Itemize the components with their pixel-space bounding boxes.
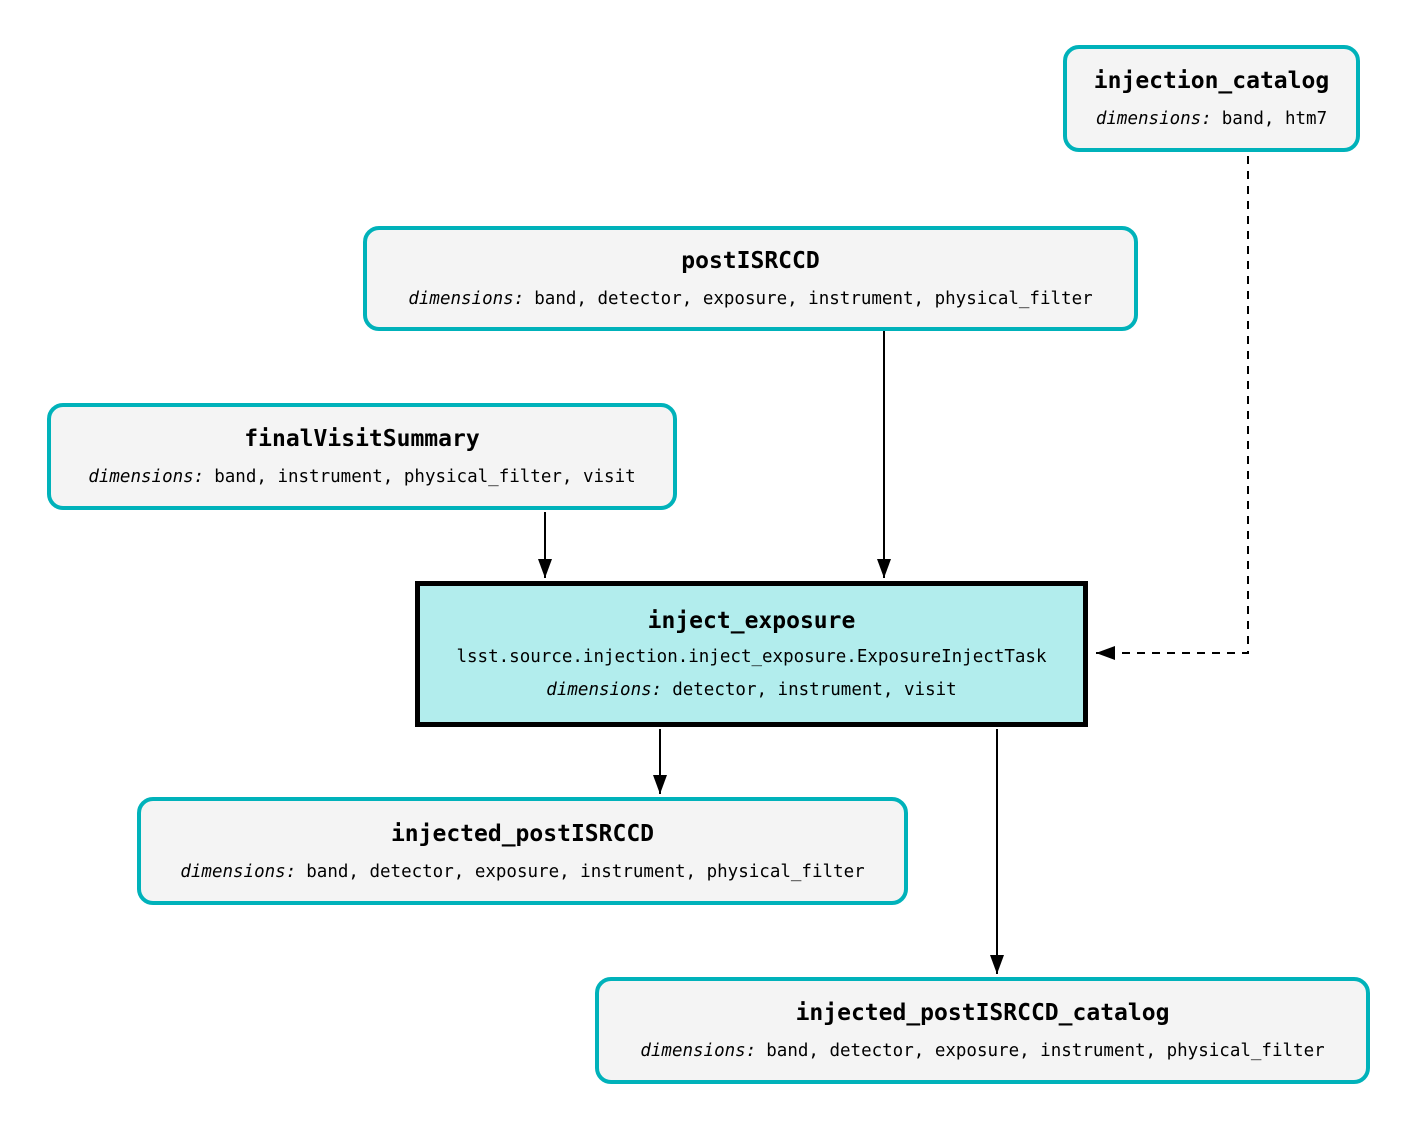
node-injected-postISRCCD: injected_postISRCCD dimensions: band, det… <box>137 797 908 905</box>
dimensions-values: band, detector, exposure, instrument, ph… <box>306 861 865 882</box>
node-dimensions: dimensions: band, detector, exposure, ins… <box>408 289 1092 309</box>
dimensions-label: dimensions: <box>546 680 663 700</box>
dimensions-label: dimensions: <box>180 861 297 882</box>
dimensions-label: dimensions: <box>640 1041 757 1061</box>
node-finalVisitSummary: finalVisitSummary dimensions: band, instr… <box>47 403 677 510</box>
node-dimensions: dimensions: band, detector, exposure, ins… <box>180 862 864 882</box>
node-title: postISRCCD <box>681 248 820 274</box>
dimensions-values: band, detector, exposure, instrument, ph… <box>766 1041 1325 1061</box>
dimensions-values: band, detector, exposure, instrument, ph… <box>534 289 1093 309</box>
dimensions-values: band, htm7 <box>1221 109 1328 129</box>
node-title: finalVisitSummary <box>244 426 480 452</box>
dimensions-values: band, instrument, physical_filter, visit <box>214 467 636 487</box>
dimensions-label: dimensions: <box>1095 109 1212 129</box>
node-dimensions: dimensions: band, htm7 <box>1096 109 1327 129</box>
node-dimensions: dimensions: band, detector, exposure, ins… <box>640 1041 1324 1061</box>
node-inject-exposure-task: inject_exposure lsst.source.injection.in… <box>415 581 1088 727</box>
task-class-path: lsst.source.injection.inject_exposure.Ex… <box>456 647 1047 667</box>
node-dimensions: dimensions: band, instrument, physical_fi… <box>88 467 635 487</box>
node-title: injected_postISRCCD_catalog <box>795 1000 1170 1026</box>
node-title: injected_postISRCCD <box>390 820 655 847</box>
edge-injection-catalog-to-inject-exposure <box>1096 156 1249 660</box>
node-dimensions: dimensions: detector, instrument, visit <box>546 680 956 700</box>
dimensions-label: dimensions: <box>408 289 525 309</box>
node-injected-postISRCCD-catalog: injected_postISRCCD_catalog dimensions: b… <box>595 977 1370 1084</box>
node-title: injection_catalog <box>1093 68 1330 94</box>
node-injection-catalog: injection_catalog dimensions: band, htm7 <box>1063 45 1360 152</box>
dimensions-values: detector, instrument, visit <box>672 680 957 700</box>
node-title: inject_exposure <box>647 608 856 634</box>
node-postISRCCD: postISRCCD dimensions: band, detector, ex… <box>363 226 1138 331</box>
dimensions-label: dimensions: <box>88 467 205 487</box>
